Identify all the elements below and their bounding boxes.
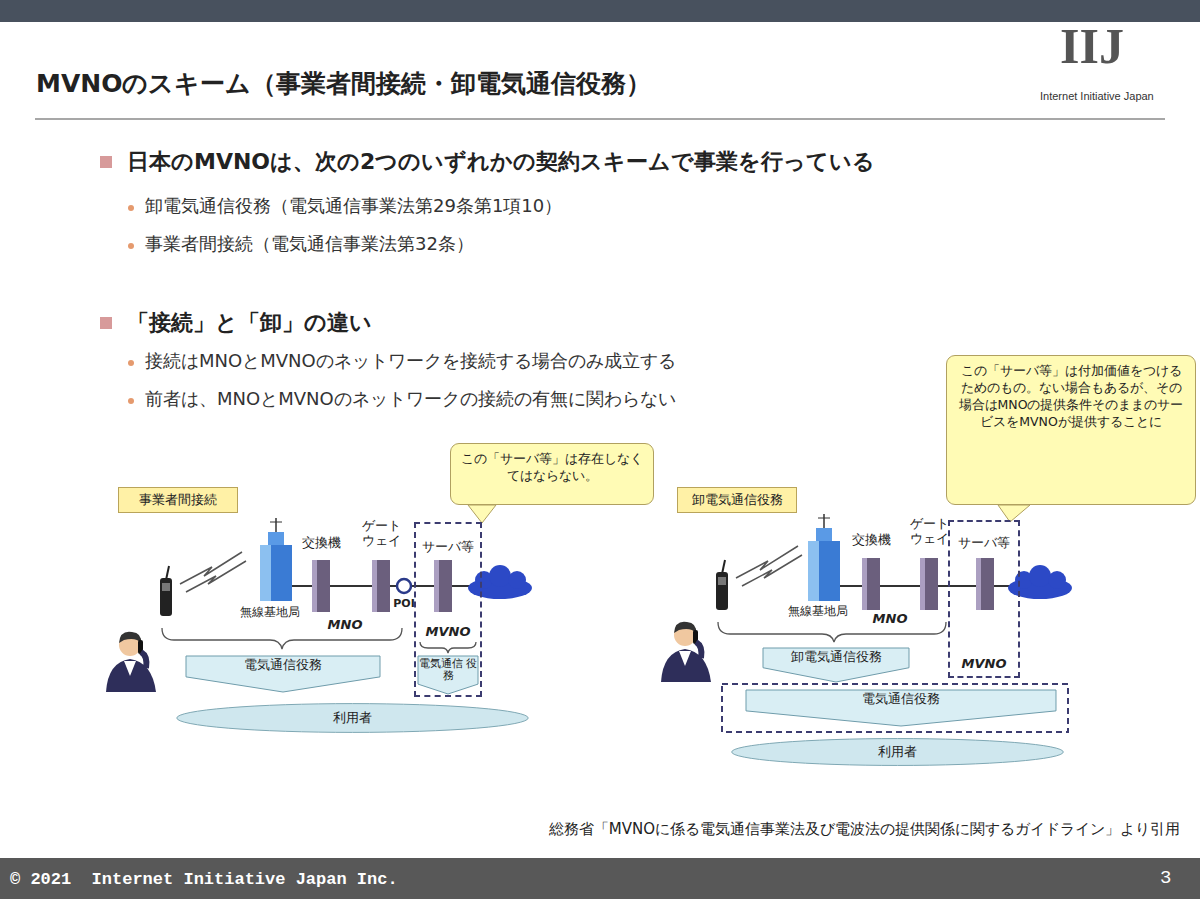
equipment-label: ゲート ウェイ: [359, 519, 403, 549]
top-bar: [0, 0, 1200, 22]
source-note: 総務省「MVNOに係る電気通信事業法及び電波法の提供関係に関するガイドライン」よ…: [280, 821, 1180, 838]
base-station-icon: [260, 518, 292, 601]
switch-icon: [312, 560, 330, 612]
bullet-item: 接続はMNOとMVNOのネットワークを接続する場合のみ成立する: [145, 351, 945, 372]
operator-label: MVNO: [416, 624, 480, 639]
person-icon: [106, 632, 156, 692]
dashed-group: [722, 684, 1068, 732]
cloud-icon: [1008, 565, 1072, 599]
gateway-icon: [372, 560, 390, 612]
page-number: 3: [1160, 868, 1190, 890]
bullet-heading: 日本のMVNOは、次の2つのいずれかの契約スキームで事業を行っている: [127, 149, 1127, 174]
poi-label: POI: [387, 598, 421, 611]
slide-title: MVNOのスキーム（事業者間接続・卸電気通信役務）: [36, 70, 651, 99]
callout-note: この「サーバ等」は付加価値をつけるためのもの。ない場合もあるが、その場合はMNO…: [946, 355, 1196, 505]
gateway-icon: [920, 558, 938, 610]
equipment-label: 交換機: [843, 533, 899, 548]
server-icon: [976, 558, 994, 610]
equipment-label: 無線基地局: [778, 605, 858, 619]
bullet-dot: [128, 360, 134, 366]
bullet-heading: 「接続」と「卸」の違い: [127, 310, 1027, 335]
box-heading: サーバ等: [416, 538, 480, 556]
bullet-dot: [128, 398, 134, 404]
bullet-item: 前者は、MNOとMVNOのネットワークの接続の有無に関わらない: [145, 389, 945, 410]
node-text: この「サーバ等」は存在しなくてはならない。: [461, 451, 643, 485]
service-arrow: 電気通信役務: [186, 656, 380, 692]
service-arrow: 電気通信役務: [746, 690, 1056, 726]
box-heading: サーバ等: [950, 534, 1018, 552]
scheme-header: 卸電気通信役務: [677, 487, 797, 513]
node-text: この「サーバ等」は付加価値をつけるためのもの。ない場合もあるが、その場合はMNO…: [957, 363, 1185, 431]
node-text: 事業者間接続: [139, 491, 217, 509]
logo-mark: IIJ: [1060, 18, 1170, 76]
bullet-square: [100, 317, 112, 329]
handset-icon: [716, 560, 728, 610]
equipment-label: 交換機: [293, 536, 349, 551]
switch-icon: [862, 558, 880, 610]
bullet-item: 事業者間接続（電気通信事業法第32条）: [145, 234, 1045, 255]
wholesale-arrow: 卸電気通信役務: [763, 648, 909, 682]
person-icon: [661, 622, 711, 682]
footer-copyright: © 2021 Internet Initiative Japan Inc.: [10, 870, 610, 890]
service-arrow: 電気通信 役務: [418, 656, 478, 694]
handset-icon: [160, 566, 172, 616]
radio-wave: [742, 555, 802, 586]
user-ellipse: 利用者: [175, 703, 530, 733]
node-text: 卸電気通信役務: [791, 650, 882, 664]
bullet-dot: [128, 205, 134, 211]
server-icon: [434, 560, 452, 612]
node-text: 利用者: [333, 709, 372, 727]
title-rule: [35, 118, 1165, 120]
node-text: 卸電気通信役務: [692, 491, 783, 509]
base-station-icon: [808, 514, 840, 601]
equipment-label: ゲート ウェイ: [907, 517, 951, 547]
bullet-dot: [128, 243, 134, 249]
cloud-icon: [468, 565, 532, 599]
operator-label: MNO: [865, 612, 915, 627]
equipment-label: 無線基地局: [230, 606, 310, 620]
node-text: 利用者: [878, 743, 917, 761]
bullet-item: 卸電気通信役務（電気通信事業法第29条第1項10）: [145, 196, 1045, 217]
node-text: 電気通信役務: [862, 692, 940, 706]
node-text: 電気通信 役務: [418, 658, 478, 682]
logo-text: Internet Initiative Japan: [1040, 90, 1190, 103]
operator-label: MNO: [320, 618, 370, 633]
brace: [162, 628, 402, 649]
mvno-box: サーバ等 MVNO 電気通信 役務: [414, 522, 482, 697]
brace: [420, 642, 476, 653]
brace: [718, 622, 946, 642]
footer-bar: [0, 858, 1200, 899]
poi-symbol: [397, 579, 411, 593]
radio-wave: [186, 561, 246, 592]
scheme-header: 事業者間接続: [118, 487, 238, 513]
callout-note: この「サーバ等」は存在しなくてはならない。: [450, 443, 654, 505]
callout-tail: [468, 505, 496, 523]
mvno-box: サーバ等 MVNO: [948, 520, 1020, 678]
user-ellipse: 利用者: [730, 738, 1065, 766]
bullet-square: [100, 156, 112, 168]
node-text: 電気通信役務: [244, 658, 322, 672]
operator-label: MVNO: [950, 656, 1018, 671]
